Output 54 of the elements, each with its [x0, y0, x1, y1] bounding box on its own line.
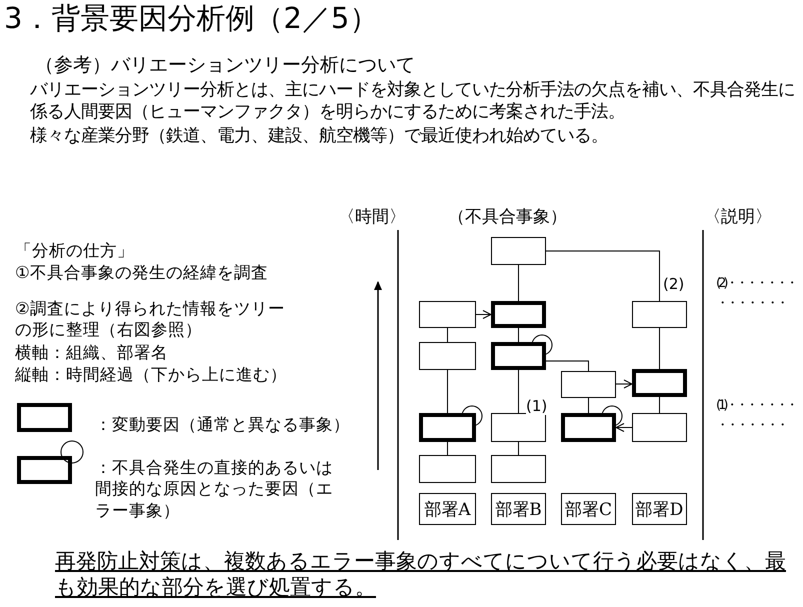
event-box: [561, 413, 616, 442]
department-box: 部署B: [491, 493, 546, 525]
department-box: 部署A: [419, 493, 476, 525]
conclusion-text: 再発防止対策は、複数あるエラー事象のすべてについて行う必要はなく、最も効果的な部分を選び処置する。: [55, 548, 787, 600]
connector-line: [546, 250, 660, 302]
note-text: (1)・・・・・・・: [716, 398, 796, 415]
arrow: [616, 423, 632, 432]
arrow: [476, 310, 492, 319]
event-box: [632, 369, 687, 397]
text: 縦軸：時間経過（下から上に進む）: [15, 364, 287, 386]
connector-line: [518, 328, 519, 342]
legend-text: ：変動要因（通常と異なる事象）: [95, 414, 350, 436]
note-text: ・・・・・・・: [716, 418, 786, 435]
connector-line: [447, 328, 448, 342]
subtitle: （参考）バリエーションツリー分析について: [35, 53, 415, 78]
event-box: [632, 413, 687, 442]
event-box: [419, 455, 476, 483]
connector-line: [518, 442, 519, 456]
title: 3．背景要因分析例（2／5）: [4, 0, 378, 37]
event-box: [491, 237, 546, 265]
column-heading: （不具合事象）: [448, 206, 567, 228]
event-box: [491, 301, 546, 328]
event-box: [419, 342, 476, 370]
paragraph: 様々な産業分野（鉄道、電力、建設、航空機等）で最近使われ始めている。: [30, 125, 608, 148]
event-box: [419, 413, 476, 442]
connector-line: [447, 370, 448, 414]
arrow: [616, 380, 632, 388]
department-box: 部署C: [561, 493, 616, 525]
event-box: [491, 455, 546, 483]
event-box: [632, 301, 687, 328]
column-heading: 〈説明〉: [704, 206, 772, 228]
event-box: [561, 371, 616, 398]
connector-line: [588, 398, 589, 414]
text: 横軸：組織、部署名: [15, 342, 168, 364]
edge-label: (2): [663, 276, 684, 292]
text: ②調査により得られた情報をツリーの形に整理（右図参照）: [15, 298, 286, 341]
note-text: (2)・・・・・・・: [716, 276, 796, 293]
connector-line: [659, 328, 660, 370]
text: ①不具合事象の発生の経緯を調査: [15, 262, 268, 284]
event-box: [491, 342, 546, 370]
legend-text: ：不具合発生の直接的あるいは間接的な原因となった要因（エラー事象）: [95, 457, 334, 522]
connector-line: [518, 370, 519, 414]
paragraph: バリエーションツリー分析とは、主にハードを対象としていた分析手法の欠点を補い、不具合発生に係る人間要因（ヒューマンファクタ）を明らかにするために考案された手法。: [30, 79, 796, 124]
event-box: [491, 413, 546, 442]
department-box: 部署D: [632, 493, 687, 525]
connector-line: [447, 442, 448, 456]
note-text: ・・・・・・・: [716, 296, 786, 313]
event-box: [419, 301, 476, 328]
connector-line: [659, 396, 660, 414]
edge-label: (1): [526, 398, 548, 414]
column-heading: 〈時間〉: [338, 206, 406, 228]
connector-line: [518, 264, 519, 302]
heading: 「分析の仕方」: [15, 240, 134, 262]
connector-line: [546, 360, 589, 372]
